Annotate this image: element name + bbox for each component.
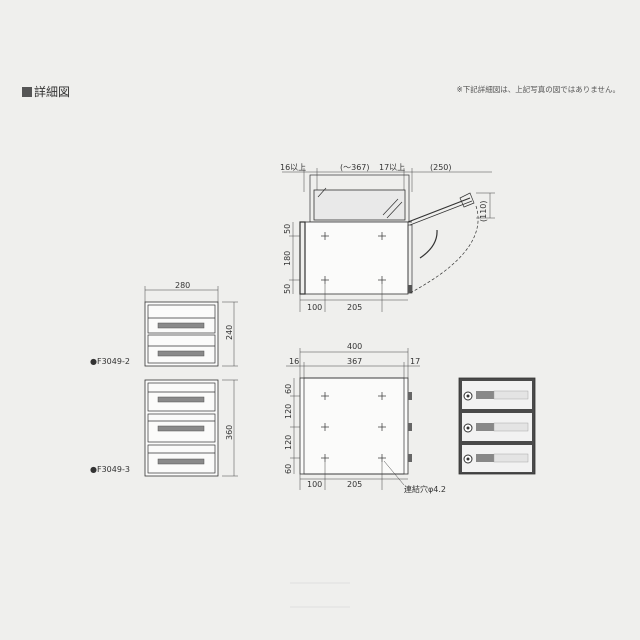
side-left-dim-3: 50 [283,284,292,294]
side-top-dim-3: 17以上 [379,163,405,172]
section-heading: 詳細図 [22,83,70,100]
back-top-dim-2: 367 [347,357,362,366]
front-view-f3049-3: 360 ●F3049-3 [90,379,238,477]
front-view-f3049-2: 240 ●F3049-2 [90,301,238,367]
side-left-dim-2: 180 [283,251,292,266]
hole-label: 連結穴φ4.2 [404,484,446,494]
side-bottom-dim-2: 205 [347,303,362,312]
back-left-dim-4: 60 [284,464,293,474]
side-left-dim-1: 50 [283,224,292,234]
lock-icon [463,391,473,464]
back-left-dim-2: 120 [284,404,293,419]
side-top-dim-1: 16以上 [280,163,306,172]
heading-square-icon [22,86,32,97]
side-right-dim: (110) [479,200,488,222]
back-total-width: 400 [347,342,362,351]
f3049-2-height-dim: 240 [225,325,234,340]
f3049-3-label: ●F3049-3 [90,465,130,474]
back-left-dim-3: 120 [284,435,293,450]
side-bottom-dim-1: 100 [307,303,322,312]
back-view: 400 16 367 17 60 120 120 60 100 [284,342,446,494]
heading-text: 詳細図 [34,85,71,99]
side-view: 16以上 (～367) 17以上 (250) (110) [280,163,495,312]
back-bottom-dim-2: 205 [347,480,362,489]
back-bottom-dim-1: 100 [307,480,322,489]
back-left-dim-1: 60 [284,384,293,394]
disclaimer-note: ※下記詳細図は、上記写真の図ではありません。 [456,85,620,94]
front-views: 280 240 ●F3049-2 [90,281,238,477]
f3049-2-label: ●F3049-2 [90,357,130,366]
back-top-dim-3: 17 [410,357,420,366]
f3049-3-height-dim: 360 [225,425,234,440]
product-front-view [458,377,536,475]
side-top-dim-4: (250) [430,163,452,172]
back-top-dim-1: 16 [289,357,299,366]
side-top-dim-2: (～367) [340,163,370,172]
front-width-dim: 280 [175,281,190,290]
